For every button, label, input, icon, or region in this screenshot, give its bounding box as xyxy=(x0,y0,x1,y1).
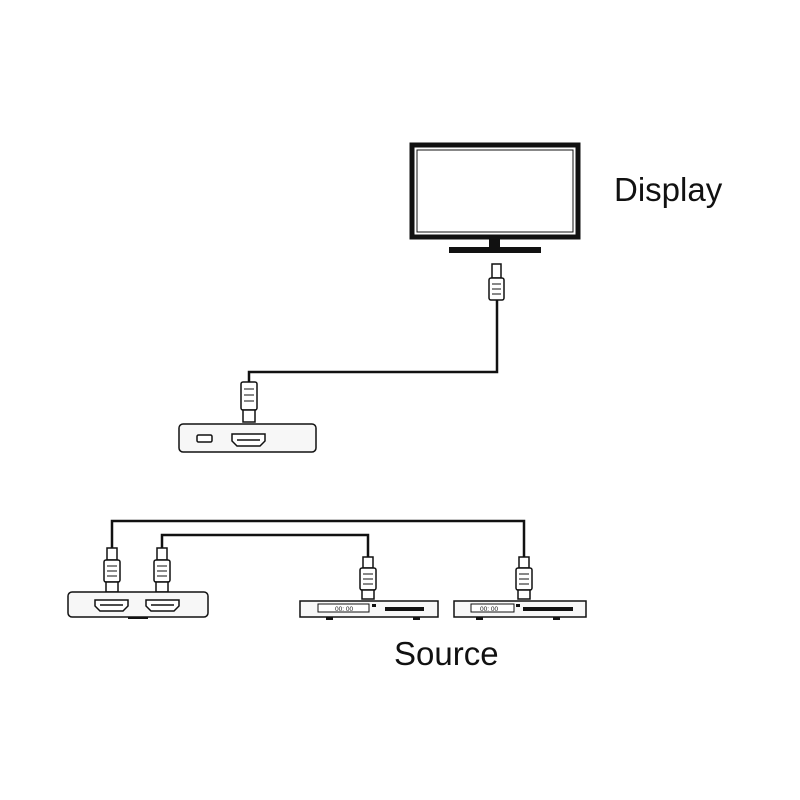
source-connector-2 xyxy=(515,556,533,600)
splitter-input-connector-2 xyxy=(153,547,171,593)
monitor-screen-inner xyxy=(416,149,574,233)
source-device-2: 00: 00 xyxy=(453,600,587,620)
source-cable-2 xyxy=(110,519,526,557)
source-device-readout: 00: 00 xyxy=(480,606,498,613)
source-cable-1 xyxy=(160,533,370,557)
monitor-stand xyxy=(449,247,541,253)
source-device-readout: 00: 00 xyxy=(335,606,353,613)
monitor-neck xyxy=(489,238,500,249)
splitter-input-connector-1 xyxy=(103,547,121,593)
display-hdmi-connector xyxy=(488,263,505,301)
display-label: Display xyxy=(614,171,723,208)
usb-port-icon xyxy=(196,434,213,443)
splitter-input-panel xyxy=(67,591,209,619)
display-monitor xyxy=(409,142,581,253)
splitter-output-panel xyxy=(178,423,317,453)
source-connector-1 xyxy=(359,556,377,600)
source-label: Source xyxy=(394,635,499,672)
splitter-output-connector xyxy=(240,381,258,423)
source-device-1: 00: 00 xyxy=(299,600,439,620)
display-cable xyxy=(247,300,499,382)
